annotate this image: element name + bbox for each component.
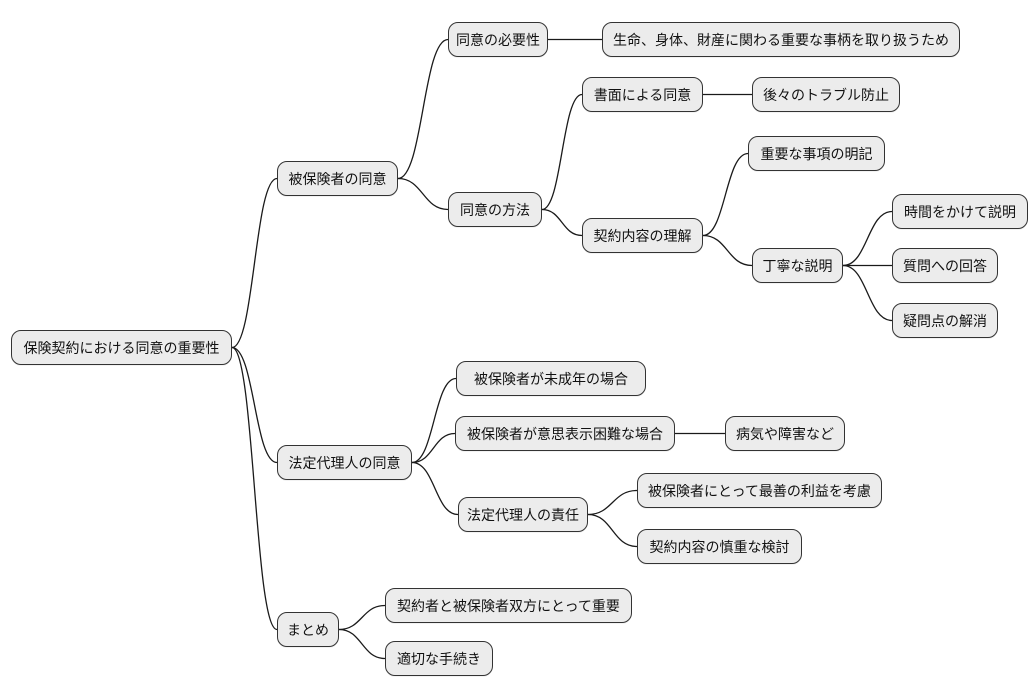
edge-root--legal-rep-consent <box>231 346 278 464</box>
mindmap-node-careful-explanation: 丁寧な説明 <box>752 248 843 283</box>
mindmap-node-important-items: 重要な事項の明記 <box>748 136 885 171</box>
mindmap-node-unable-express: 被保険者が意思表示困難な場合 <box>455 416 675 451</box>
edge-insured-consent--necessity <box>397 38 449 180</box>
mindmap-node-contract-understanding: 契約内容の理解 <box>582 218 703 253</box>
mindmap-node-legal-rep-responsibility: 法定代理人の責任 <box>458 497 588 532</box>
mindmap-node-insured-consent: 被保険者の同意 <box>277 161 398 196</box>
edge-legal-rep-consent--legal-rep-responsibility <box>411 461 459 516</box>
mindmap-node-time-explanation: 時間をかけて説明 <box>892 194 1028 229</box>
edge-contract-understanding--important-items <box>702 152 749 237</box>
edge-careful-explanation--time-explanation <box>842 210 893 267</box>
edge-method--written-consent <box>541 93 583 211</box>
mindmap-node-trouble-prevention: 後々のトラブル防止 <box>752 77 900 112</box>
mindmap-node-minor-case: 被保険者が未成年の場合 <box>456 361 646 396</box>
mindmap-node-necessity: 同意の必要性 <box>448 22 548 57</box>
edge-method--contract-understanding <box>541 208 583 237</box>
edge-legal-rep-responsibility--careful-review <box>587 513 638 548</box>
mindmap-node-resolve-doubts: 疑問点の解消 <box>892 303 998 338</box>
mindmap-node-method: 同意の方法 <box>448 192 542 227</box>
mindmap-node-written-consent: 書面による同意 <box>582 77 703 112</box>
mindmap-node-summary: まとめ <box>277 612 339 647</box>
edge-summary--proper-procedure <box>338 628 386 660</box>
mindmap-node-root: 保険契約における同意の重要性 <box>11 330 232 365</box>
edge-careful-explanation--resolve-doubts <box>842 264 893 322</box>
edge-contract-understanding--careful-explanation <box>702 234 753 267</box>
edge-root--summary <box>231 346 278 631</box>
mindmap-node-proper-procedure: 適切な手続き <box>385 641 493 676</box>
mindmap-node-answer-questions: 質問への回答 <box>892 248 998 283</box>
mindmap-node-both-important: 契約者と被保険者双方にとって重要 <box>385 588 632 623</box>
mindmap-node-illness-disability: 病気や障害など <box>725 416 845 451</box>
mindmap-node-life-body-property: 生命、身体、財産に関わる重要な事柄を取り扱うため <box>602 22 960 57</box>
edge-legal-rep-consent--unable-express <box>411 432 456 464</box>
edge-root--insured-consent <box>231 177 278 349</box>
mindmap-node-best-interest: 被保険者にとって最善の利益を考慮 <box>637 473 882 508</box>
mindmap-node-legal-rep-consent: 法定代理人の同意 <box>277 445 412 480</box>
edge-insured-consent--method <box>397 177 449 211</box>
edge-summary--both-important <box>338 604 386 631</box>
edge-legal-rep-consent--minor-case <box>411 377 457 464</box>
edge-legal-rep-responsibility--best-interest <box>587 489 638 516</box>
mindmap-node-careful-review: 契約内容の慎重な検討 <box>637 529 802 564</box>
